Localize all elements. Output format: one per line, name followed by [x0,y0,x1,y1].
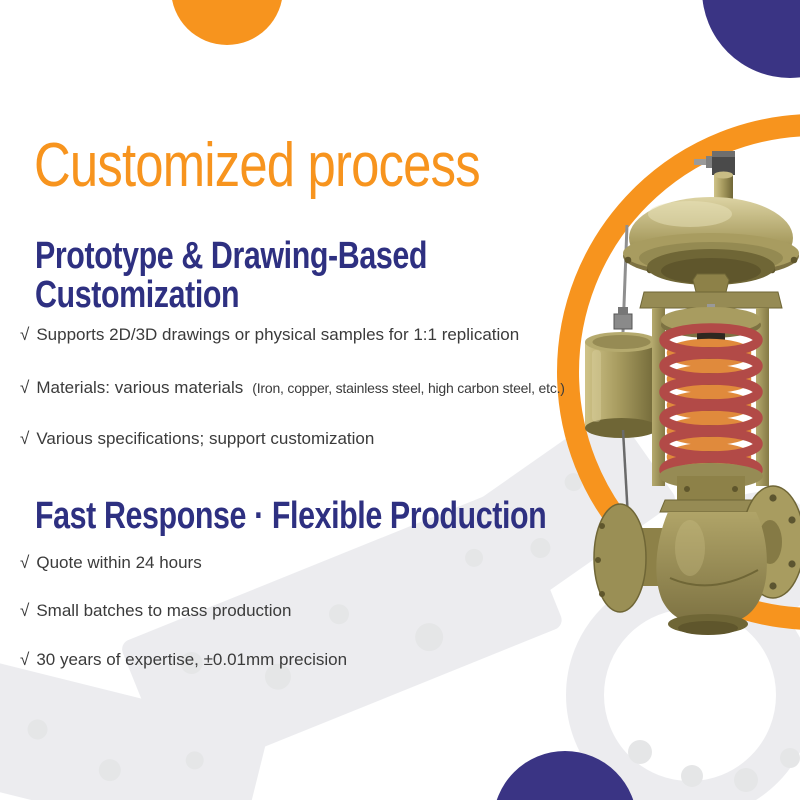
bullet-materials: √ Materials: various materials (Iron, copp… [20,378,565,398]
orange-circle-decoration-top [171,0,283,45]
navy-circle-decoration-top-right [702,0,800,78]
bullet-quote: √ Quote within 24 hours [20,553,211,573]
valve-yoke [639,291,783,486]
section1-heading-line1: Prototype & Drawing-Based [35,235,428,277]
bullet-text: Supports 2D/3D drawings or physical samp… [36,325,520,344]
bullet-text: Various specifications; support customiz… [36,429,375,448]
page-title: Customized process [34,131,481,200]
machinery-background-image [0,420,800,800]
bullet-text: Quote within 24 hours [36,553,202,572]
check-icon: √ [20,601,30,620]
section1-heading: Prototype & Drawing-Based Customization [35,237,427,315]
orange-ring-decoration [557,114,800,630]
check-icon: √ [20,429,30,448]
valve-top-fitting [694,151,735,201]
bullet-text: 30 years of expertise, ±0.01mm precision [36,650,348,669]
check-icon: √ [20,650,30,669]
bullet-specifications: √ Various specifications; support customi… [20,429,383,449]
bullet-text: Materials: various materials [36,378,244,397]
check-icon: √ [20,325,30,344]
valve-actuator-dome [623,197,799,324]
bullet-expertise: √ 30 years of expertise, ±0.01mm precisio… [20,650,356,670]
check-icon: √ [20,553,30,572]
valve-spring [659,304,763,487]
check-icon: √ [20,378,30,397]
bullet-batches: √ Small batches to mass production [20,601,300,621]
condensate-pot [585,224,658,519]
pressure-regulating-valve-image [557,114,800,635]
valve-body [593,463,800,635]
bullet-note: (Iron, copper, stainless steel, high car… [252,380,565,396]
section1-heading-line2: Customization [35,274,240,316]
section2-heading: Fast Response · Flexible Production [35,495,547,537]
bullet-replication: √ Supports 2D/3D drawings or physical sam… [20,325,528,345]
bullet-text: Small batches to mass production [36,601,292,620]
section2-heading-line1: Fast Response · Flexible Production [35,495,547,537]
